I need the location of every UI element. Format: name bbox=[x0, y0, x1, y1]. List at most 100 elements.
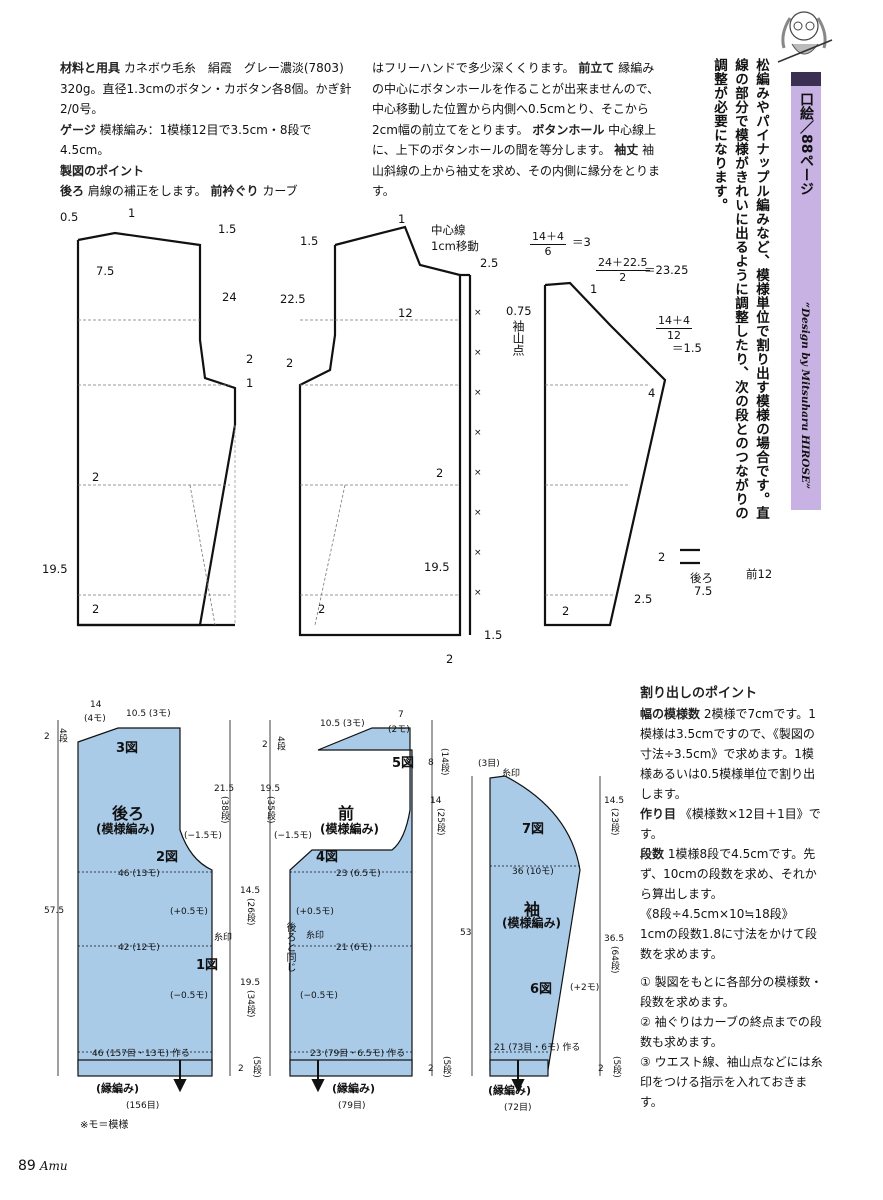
back-row-1: 46 (13モ) bbox=[118, 869, 160, 879]
character-illustration bbox=[777, 11, 833, 63]
front-same-as-back: 後ろと同じ bbox=[284, 922, 295, 972]
vertical-note-col3: がりの調整が必要になります。 bbox=[711, 58, 748, 520]
row-formula: 《8段÷4.5cm×10≒18段》 bbox=[640, 907, 794, 921]
sleeve-piece-name-sub: (模様編み) bbox=[502, 916, 561, 930]
back-side-top: 2 bbox=[44, 732, 50, 742]
sleeve-label-1: 1 bbox=[590, 282, 598, 296]
sleeve-height-14.5: 14.5 bbox=[604, 796, 625, 806]
back-piece-3: 3図 bbox=[116, 741, 139, 756]
svg-text:×: × bbox=[474, 428, 482, 438]
formula2-denominator: 2 bbox=[619, 271, 627, 284]
sleeve-edge: (縁編み) bbox=[488, 1084, 532, 1097]
row-count-text: 1模様8段で4.5cmです。先ず、10cmの段数を求め、それから算出します。 bbox=[640, 847, 817, 901]
back-plus-0.5: (+0.5モ) bbox=[170, 907, 208, 917]
front-label-1: 1 bbox=[398, 212, 406, 226]
back-row-3: 46 (157目・13モ) 作る bbox=[92, 1049, 190, 1059]
back-heading: 後ろ bbox=[60, 184, 85, 198]
materials-text: カネボウ毛糸 絹霞 グレー濃淡(7803) 320g。直径1.3cmのボタン・カ… bbox=[60, 61, 352, 116]
front-top-b-sub: (2モ) bbox=[388, 725, 410, 735]
back-bottom: (156目) bbox=[126, 1101, 160, 1111]
sleeve-formula-1: 14＋4 6 bbox=[530, 228, 566, 258]
front-plus-0.5: (+0.5モ) bbox=[296, 907, 334, 917]
formula3-denominator: 12 bbox=[667, 329, 681, 342]
row-count-heading: 段数 bbox=[640, 847, 665, 861]
front-draft-outline bbox=[298, 225, 462, 637]
formula1-denominator: 6 bbox=[544, 245, 552, 258]
back-piece-shape bbox=[77, 727, 213, 1071]
formula2-numerator: 24＋22.5 bbox=[596, 256, 650, 271]
front-notes-line1: はフリーハンドで多少深くくります。 bbox=[372, 61, 575, 75]
magazine-name: Amu bbox=[39, 1159, 68, 1173]
front-side-bottom-sub: (5段) bbox=[441, 1056, 451, 1078]
front-piece-4: 4図 bbox=[316, 850, 339, 865]
front-top-a: 10.5 (3モ) bbox=[320, 719, 365, 729]
front-label-2a: 2 bbox=[286, 356, 294, 370]
sleeve-mark: 糸印 bbox=[502, 769, 521, 779]
draft-diagrams: ××× ××× ×× bbox=[76, 225, 700, 637]
back-height-14.5-sub: (26段) bbox=[245, 898, 255, 926]
sleeve-height-36.5: 36.5 bbox=[604, 934, 625, 944]
materials-heading: 材料と用具 bbox=[60, 61, 121, 75]
sleeve-height-36.5-sub: (64段) bbox=[609, 946, 619, 974]
formula3-numerator: 14＋4 bbox=[656, 314, 692, 329]
svg-text:×: × bbox=[474, 508, 482, 518]
back-edge: (縁編み) bbox=[96, 1082, 140, 1095]
formula1-numerator: 14＋4 bbox=[530, 230, 566, 245]
note-3: ③ ウエスト線、袖山点などには糸印をつける指示を入れておきます。 bbox=[640, 1055, 823, 1109]
gauge-heading: ゲージ bbox=[60, 122, 96, 137]
back-height-21.5-sub: (38段) bbox=[219, 796, 229, 824]
back-height-21.5: 21.5 bbox=[214, 784, 235, 794]
front-piece-shape bbox=[289, 727, 413, 1071]
vertical-note-col2: 直線の部分で模様がきれいに出るように調整したり、次の段とのつな bbox=[732, 58, 769, 520]
pattern-pieces bbox=[57, 720, 601, 1093]
back-label-2c: 2 bbox=[92, 602, 100, 616]
sleeve-piece-shape bbox=[489, 775, 581, 1071]
back-minus-1.5: (−1.5モ) bbox=[184, 831, 222, 841]
page-number: 89 bbox=[18, 1158, 36, 1174]
back-draft-outline bbox=[76, 231, 237, 627]
front-piece-5: 5図 bbox=[392, 756, 415, 771]
sleeve-plus-2: (+2モ) bbox=[570, 983, 600, 993]
svg-text:×: × bbox=[474, 588, 482, 598]
back-label-24: 24 bbox=[222, 290, 237, 304]
vertical-note-col1: 松編みやパイナップル編みなど、模様単位で割り出す模様の場合です。 bbox=[753, 58, 769, 506]
back-piece-1: 1図 bbox=[196, 958, 219, 973]
formula2-result: ＝23.25 bbox=[644, 263, 689, 277]
front-center-line-label: 中心線 bbox=[431, 223, 466, 237]
back-piece-name-sub: (模様編み) bbox=[96, 822, 155, 836]
band-label-front: 前12 bbox=[746, 567, 773, 581]
sleeve-label-2.5: 2.5 bbox=[634, 592, 653, 606]
back-minus-0.5: (−0.5モ) bbox=[170, 991, 208, 1001]
front-notes-block: はフリーハンドで多少深くくります。 前立て 縁編みの中心にボタンホールを作ること… bbox=[372, 58, 664, 202]
back-label-2b: 2 bbox=[92, 470, 100, 484]
cast-on-heading: 作り目 bbox=[640, 807, 677, 821]
front-label-2b: 2 bbox=[436, 466, 444, 480]
back-top-a: 14 bbox=[90, 700, 102, 710]
band-draft-outline bbox=[680, 548, 700, 565]
front-band-text: 縁編みの中心にボタンホールを作ることが出来ませんので、中心移動した位置から内側へ… bbox=[372, 61, 660, 137]
gauge-text: 模様編み：1模様12目で3.5cm・8段で4.5cm。 bbox=[60, 122, 312, 158]
sleeve-label-0.75: 0.75 bbox=[506, 304, 532, 318]
back-label-0.5: 0.5 bbox=[60, 210, 79, 224]
formula1-result: ＝3 bbox=[572, 235, 591, 249]
vertical-note: 松編みやパイナップル編みなど、模様単位で割り出す模様の場合です。直線の部分で模様… bbox=[708, 58, 771, 528]
sleeve-draft-outline bbox=[543, 281, 667, 627]
sleeve-row-1: 36 (10モ) bbox=[512, 867, 554, 877]
front-height-14-sub: (25段) bbox=[435, 808, 445, 836]
sleeve-length-text: 袖山斜線の上から袖丈を求め、その内側に縁分をとります。 bbox=[372, 143, 661, 198]
front-label-1.5: 1.5 bbox=[300, 234, 319, 248]
front-label-19.5: 19.5 bbox=[424, 560, 450, 574]
front-minus-0.5: (−0.5モ) bbox=[300, 991, 338, 1001]
neck-text: カーブ bbox=[262, 184, 298, 198]
sleeve-height-14.5-sub: (23段) bbox=[609, 808, 619, 836]
pattern-unit-note: ※モ＝模様 bbox=[80, 1120, 129, 1131]
front-label-12: 12 bbox=[398, 306, 413, 320]
back-label-1b: 1 bbox=[246, 376, 254, 390]
sleeve-side-bottom: 2 bbox=[598, 1064, 604, 1074]
width-count-heading: 幅の模様数 bbox=[640, 707, 701, 721]
back-height-19.5-sub: (34段) bbox=[245, 990, 255, 1018]
front-label-2c: 2 bbox=[318, 602, 326, 616]
tab-marker bbox=[791, 72, 821, 86]
back-label-7.5: 7.5 bbox=[96, 264, 115, 278]
band-label-2: 2 bbox=[658, 550, 666, 564]
